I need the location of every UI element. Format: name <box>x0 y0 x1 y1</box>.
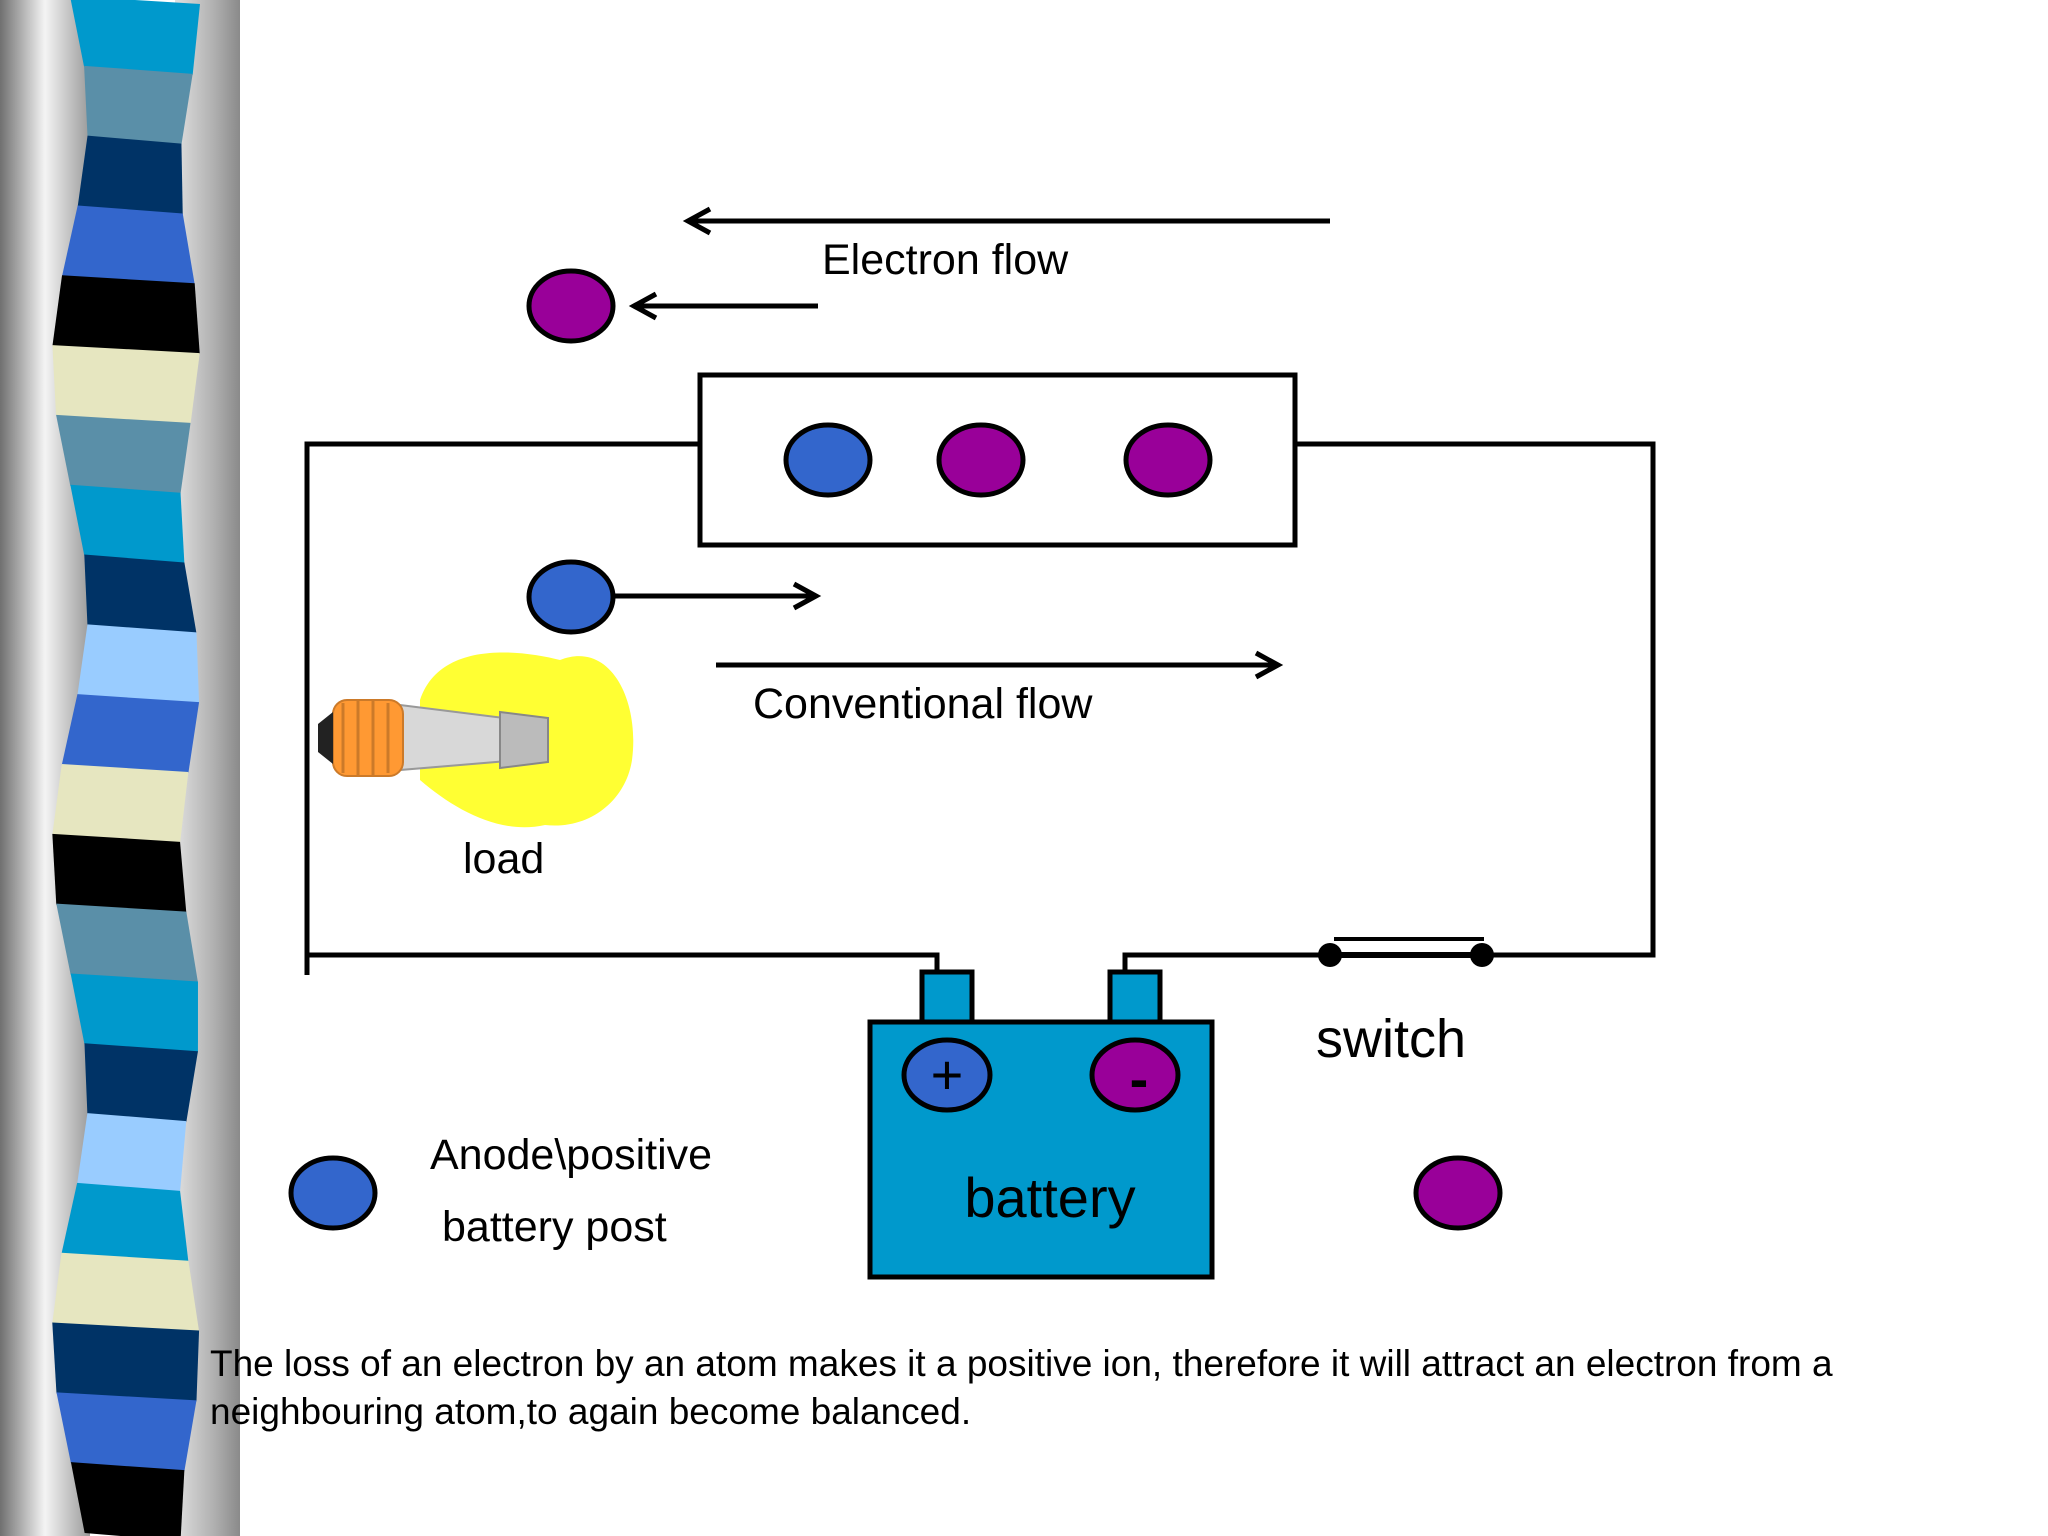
decorative-stripe <box>77 624 200 704</box>
light-bulb-icon <box>318 652 634 828</box>
decorative-stripe <box>56 903 198 983</box>
decorative-stripe <box>52 1252 200 1332</box>
decorative-stripe-border <box>0 0 240 1536</box>
wire-left <box>304 441 700 975</box>
decorative-stripe <box>70 1462 185 1536</box>
positive-ion-moving <box>526 559 616 635</box>
decorative-stripe <box>84 554 197 634</box>
decorative-stripe <box>61 694 200 773</box>
switch-label: switch <box>1316 1009 1467 1069</box>
caption-text: The loss of an electron by an atom makes… <box>210 1343 1833 1432</box>
decorative-stripe <box>52 833 187 913</box>
battery-post-negative <box>1089 1037 1181 1113</box>
positive-ion-legend <box>288 1155 378 1231</box>
decorative-stripe <box>77 135 183 215</box>
decorative-stripe <box>61 1182 189 1262</box>
battery-label: battery <box>964 1166 1136 1229</box>
wire-top-right <box>1297 441 1656 958</box>
anode-label-line1: Anode\positive <box>430 1131 713 1179</box>
battery: + - <box>867 969 1215 1280</box>
wire-bottom-left <box>307 952 940 972</box>
plus-sign: + <box>931 1043 964 1106</box>
wire-to-switch <box>1122 952 1330 972</box>
anode-label-line2: battery post <box>442 1203 667 1251</box>
decorative-stripe <box>52 764 189 843</box>
battery-terminal-positive <box>919 969 975 1027</box>
decorative-stripe <box>84 65 193 145</box>
electron-legend <box>1413 1155 1503 1231</box>
electron-flow-label: Electron flow <box>822 236 1069 284</box>
electron-in-conductor-2 <box>1123 422 1213 498</box>
battery-terminal-negative <box>1107 969 1163 1027</box>
electron-in-conductor-1 <box>936 422 1026 498</box>
conventional-flow-label: Conventional flow <box>753 680 1093 728</box>
decorative-stripe <box>52 275 200 355</box>
decorative-stripe <box>77 1113 187 1192</box>
decorative-stripe <box>52 345 200 424</box>
positive-ion-in-conductor <box>783 422 873 498</box>
decorative-stripe <box>56 1392 197 1472</box>
decorative-stripe <box>52 1322 200 1402</box>
decorative-stripe <box>70 484 185 564</box>
electron-flow-arrows <box>628 206 1330 321</box>
electron-moving <box>526 268 616 344</box>
battery-post-positive <box>901 1037 993 1113</box>
load-label: load <box>463 835 545 883</box>
conventional-flow-arrows <box>615 581 1284 680</box>
decorative-stripe <box>62 205 195 285</box>
switch <box>1318 937 1494 967</box>
decorative-stripe <box>70 0 200 75</box>
decorative-stripe <box>56 414 191 494</box>
minus-sign: - <box>1130 1047 1149 1110</box>
decorative-stripe <box>70 973 198 1053</box>
decorative-stripe <box>84 1043 198 1123</box>
